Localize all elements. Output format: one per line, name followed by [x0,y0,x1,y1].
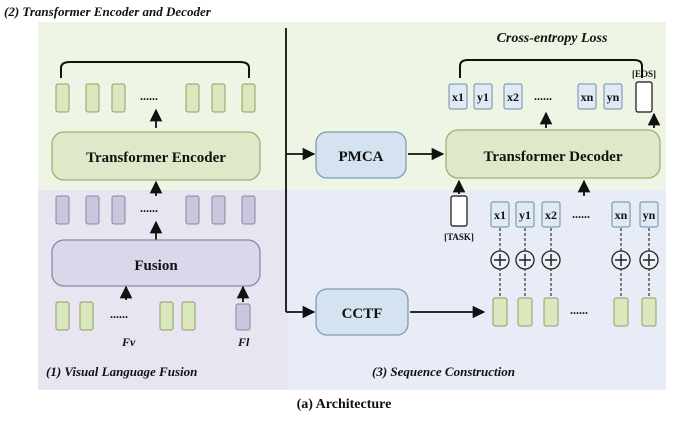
section-title-encoder-decoder: (2) Transformer Encoder and Decoder [4,4,212,19]
pmca-block [315,131,407,179]
fused-token [211,195,226,225]
visual-feature-label: Fv [121,335,136,349]
plus-icon [639,250,659,270]
embedding-connectors [499,228,650,296]
output-tokens-ellipsis: ...... [534,89,552,103]
output-token-box [473,83,493,110]
fusion-label: Fusion [134,258,178,274]
input-token: y1 [519,208,531,222]
plus-icon [611,250,631,270]
visual-feature-token [79,301,94,331]
encoder-output-token [55,83,70,113]
output-token-box [577,83,597,110]
embedding-token [492,297,508,327]
visual-feature-token [181,301,196,331]
plus-icon [541,250,561,270]
section-title-visual-language-fusion: (1) Visual Language Fusion [46,364,197,379]
output-token-box [448,83,468,110]
section-title-sequence-construction: (3) Sequence Construction [372,364,515,379]
embedding-token [641,297,657,327]
visual-feature-token [159,301,174,331]
input-token-box [541,201,561,228]
input-token-box [515,201,535,228]
embedding-token [613,297,629,327]
transformer-encoder-label: Transformer Encoder [86,150,226,166]
visual-feature-token [55,301,70,331]
transformer-decoder-block [445,129,661,179]
task-token-label: [TASK] [444,232,474,242]
output-tokens: x1 y1 x2 xn yn [448,83,623,110]
fused-token [185,195,200,225]
transformer-decoder-label: Transformer Decoder [484,149,623,165]
input-token: xn [615,208,628,222]
input-token: x1 [494,208,506,222]
embedding-token [517,297,533,327]
position-embedding-tokens [492,297,657,327]
output-token: x1 [452,90,464,104]
fused-tokens-ellipsis: ...... [140,201,158,215]
embedding-tokens-ellipsis: ...... [570,303,588,317]
fused-token [241,195,256,225]
language-feature-token [235,303,251,331]
input-token-box [490,201,510,228]
output-token-box [503,83,523,110]
fused-token [111,195,126,225]
encoder-output-bracket [60,61,250,78]
language-feature-label: Fl [237,335,250,349]
fusion-block [51,239,261,287]
output-token: y1 [477,90,489,104]
pmca-label: PMCA [339,149,384,165]
add-operators [490,250,659,270]
encoder-output-token [111,83,126,113]
encoder-output-tokens [55,83,256,113]
encoder-output-ellipsis: ...... [140,89,158,103]
output-token: xn [581,90,594,104]
plus-icon [515,250,535,270]
input-token: x2 [545,208,557,222]
task-token-box [450,195,468,227]
figure-caption: (a) Architecture [296,397,392,412]
fused-token [55,195,70,225]
loss-bracket [459,59,643,78]
cctf-label: CCTF [342,306,383,322]
fused-token [85,195,100,225]
encoder-output-token [241,83,256,113]
transformer-encoder-block [51,131,261,181]
encoder-output-token [85,83,100,113]
embedding-token [543,297,559,327]
input-token-box [611,201,631,228]
visual-feature-tokens [55,301,196,331]
output-token-box [603,83,623,110]
eos-token-label: [EOS] [632,69,656,79]
encoder-output-token [211,83,226,113]
plus-icon [490,250,510,270]
input-tokens-ellipsis: ...... [572,207,590,221]
visual-feature-ellipsis: ...... [110,307,128,321]
loss-label: Cross-entropy Loss [497,31,608,46]
encoder-output-token [185,83,200,113]
input-coordinate-tokens: x1 y1 x2 xn yn [490,201,659,228]
eos-token-box [635,81,653,113]
input-token: yn [643,208,656,222]
output-token: yn [607,90,620,104]
output-token: x2 [507,90,519,104]
input-token-box [639,201,659,228]
fused-tokens [55,195,256,225]
cctf-block [315,288,409,336]
